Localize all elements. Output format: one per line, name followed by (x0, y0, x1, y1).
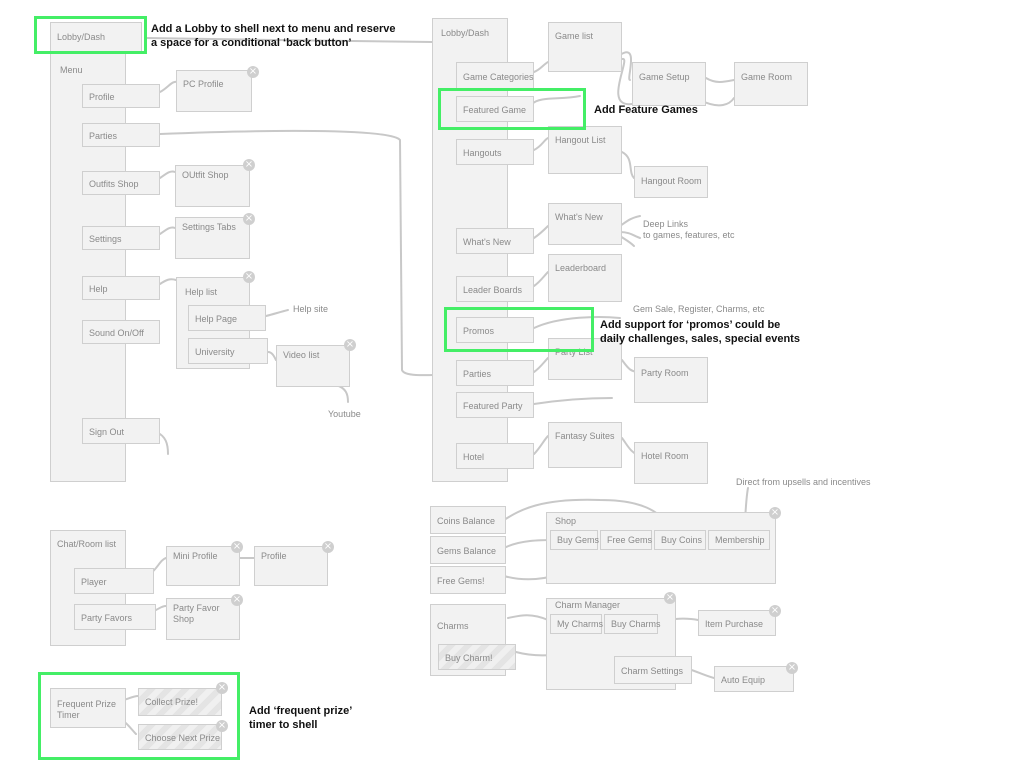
featured-game-highlight (438, 88, 586, 130)
close-icon[interactable]: × (216, 682, 228, 694)
hangout-list-box[interactable]: Hangout List (548, 126, 622, 174)
coins-balance-box[interactable]: Coins Balance (430, 506, 506, 534)
close-icon[interactable]: × (322, 541, 334, 553)
auto-equip-box[interactable]: Auto Equip (714, 666, 794, 692)
youtube-label: Youtube (328, 409, 361, 419)
fantasy-suites-box[interactable]: Fantasy Suites (548, 422, 622, 468)
lobby-dash-box[interactable]: Lobby/Dash (50, 22, 142, 52)
hangout-room-box[interactable]: Hangout Room (634, 166, 708, 198)
party-favor-shop-box[interactable]: Party Favor Shop (166, 598, 240, 640)
lobby-callout: Add a Lobby to shell next to menu and re… (151, 23, 396, 49)
university-box[interactable]: University (188, 338, 268, 364)
help-page-box[interactable]: Help Page (188, 305, 266, 331)
close-icon[interactable]: × (786, 662, 798, 674)
party-favors-box[interactable]: Party Favors (74, 604, 156, 630)
close-icon[interactable]: × (247, 66, 259, 78)
close-icon[interactable]: × (216, 720, 228, 732)
parties-right-box[interactable]: Parties (456, 360, 534, 386)
game-list-box[interactable]: Game list (548, 22, 622, 72)
promo-note: Gem Sale, Register, Charms, etc (633, 304, 765, 314)
gems-balance-box[interactable]: Gems Balance (430, 536, 506, 564)
game-categories-box[interactable]: Game Categories (456, 62, 534, 90)
party-room-box[interactable]: Party Room (634, 357, 708, 403)
direct-upsells-note: Direct from upsells and incentives (736, 477, 871, 487)
close-icon[interactable]: × (344, 339, 356, 351)
hangouts-box[interactable]: Hangouts (456, 139, 534, 165)
buy-charm-button[interactable]: Buy Charm! (438, 644, 516, 670)
close-icon[interactable]: × (664, 592, 676, 604)
hotel-room-box[interactable]: Hotel Room (634, 442, 708, 484)
prize-callout: Add ‘frequent prize’ timer to shell (249, 705, 353, 731)
whats-new-panel[interactable]: What's New (548, 203, 622, 245)
profile-panel-box[interactable]: Profile (254, 546, 328, 586)
mini-profile-box[interactable]: Mini Profile (166, 546, 240, 586)
promos-highlight (444, 307, 594, 352)
close-icon[interactable]: × (769, 507, 781, 519)
party-list-box[interactable]: Party List (548, 338, 622, 380)
close-icon[interactable]: × (243, 213, 255, 225)
frequent-prize-timer-box[interactable]: Frequent Prize Timer (50, 688, 126, 728)
close-icon[interactable]: × (231, 594, 243, 606)
player-box[interactable]: Player (74, 568, 154, 594)
settings-tabs-box[interactable]: Settings Tabs (175, 217, 250, 259)
close-icon[interactable]: × (769, 605, 781, 617)
shop-label: Shop (555, 516, 577, 526)
promos-callout: Add support for ‘promos’ could be daily … (600, 319, 800, 345)
membership-button[interactable]: Membership (708, 530, 770, 550)
charm-settings-box[interactable]: Charm Settings (614, 656, 692, 684)
game-setup-box[interactable]: Game Setup (632, 62, 706, 106)
parties-box[interactable]: Parties (82, 123, 160, 147)
leaderboard-box[interactable]: Leaderboard (548, 254, 622, 302)
free-gems-box[interactable]: Free Gems! (430, 566, 506, 594)
help-site-label: Help site (293, 304, 329, 314)
collect-prize-box[interactable]: Collect Prize! (138, 688, 222, 716)
hotel-box[interactable]: Hotel (456, 443, 534, 469)
menu-label: Menu (60, 65, 83, 75)
outfit-shop-box[interactable]: OUtfit Shop (175, 165, 250, 207)
free-gems-button[interactable]: Free Gems (600, 530, 652, 550)
prize-highlight (38, 672, 240, 760)
lobby-highlight (34, 16, 147, 54)
pc-profile-box[interactable]: PC Profile (176, 70, 252, 112)
help-box[interactable]: Help (82, 276, 160, 300)
buy-charms-button[interactable]: Buy Charms (604, 614, 661, 634)
buy-coins-button[interactable]: Buy Coins (654, 530, 706, 550)
profile-box[interactable]: Profile (82, 84, 160, 108)
close-icon[interactable]: × (243, 159, 255, 171)
featured-party-box[interactable]: Featured Party (456, 392, 534, 418)
settings-box[interactable]: Settings (82, 226, 160, 250)
sound-toggle-box[interactable]: Sound On/Off (82, 320, 160, 344)
my-charms-button[interactable]: My Charms (550, 614, 603, 634)
choose-next-prize-box[interactable]: Choose Next Prize (138, 724, 222, 750)
close-icon[interactable]: × (231, 541, 243, 553)
buy-gems-button[interactable]: Buy Gems (550, 530, 599, 550)
charm-manager-label: Charm Manager (555, 600, 621, 610)
help-list-label: Help list (185, 287, 218, 297)
game-room-box[interactable]: Game Room (734, 62, 808, 106)
whats-new-box[interactable]: What's New (456, 228, 534, 254)
close-icon[interactable]: × (243, 271, 255, 283)
feature-games-callout: Add Feature Games (594, 104, 698, 116)
deep-links-note: Deep Links to games, features, etc (643, 219, 735, 240)
leader-boards-box[interactable]: Leader Boards (456, 276, 534, 302)
featured-game-box[interactable]: Featured Game (456, 96, 534, 122)
video-list-box[interactable]: Video list (276, 345, 350, 387)
sign-out-box[interactable]: Sign Out (82, 418, 160, 444)
outfits-shop-box[interactable]: Outfits Shop (82, 171, 160, 195)
promos-box[interactable]: Promos (456, 317, 534, 343)
item-purchase-box[interactable]: Item Purchase (698, 610, 776, 636)
lobby-dash-label: Lobby/Dash (441, 28, 490, 38)
